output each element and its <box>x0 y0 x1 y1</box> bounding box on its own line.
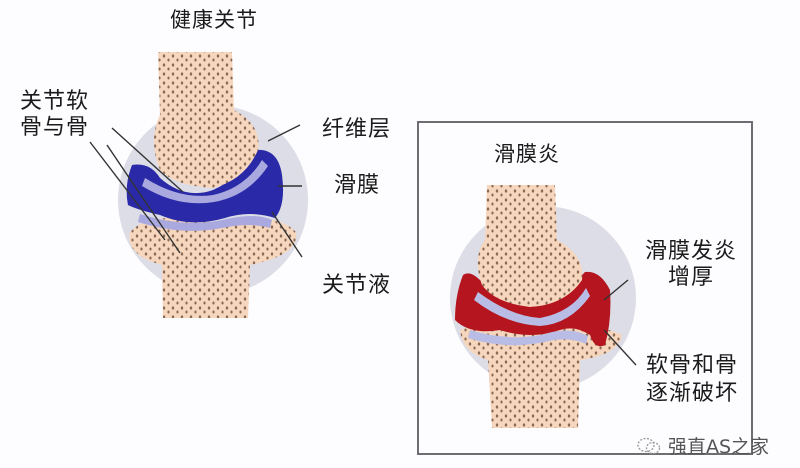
synovitis-title: 滑膜炎 <box>494 142 560 166</box>
lower-bone-synovitis <box>460 322 622 428</box>
label-destroyed-line2: 逐渐破坏 <box>646 381 739 406</box>
watermark: 强直AS之家 <box>636 432 769 459</box>
synovitis-joint <box>450 185 637 428</box>
wechat-icon <box>637 437 661 454</box>
synovitis-frame <box>417 121 753 455</box>
lower-bone <box>129 217 297 318</box>
cartilage-lower <box>138 214 272 231</box>
cartilage-lower-synovitis <box>468 330 588 346</box>
healthy-joint <box>89 52 308 318</box>
cartilage-upper <box>142 160 268 204</box>
label-synovial-fluid: 关节液 <box>322 273 392 298</box>
label-destroyed-line1: 软骨和骨 <box>646 353 739 378</box>
healthy-joint-title: 健康关节 <box>170 8 258 32</box>
cartilage-upper-synovitis <box>474 288 590 326</box>
label-inflamed-line1: 滑膜发炎 <box>645 239 738 264</box>
label-fibrous-layer: 纤维层 <box>322 117 392 142</box>
label-synovium: 滑膜 <box>334 173 381 198</box>
watermark-text: 强直AS之家 <box>668 436 770 458</box>
upper-bone <box>154 52 259 188</box>
label-cartilage-bone-line2: 骨与骨 <box>20 115 90 140</box>
upper-bone-synovitis <box>477 185 583 307</box>
label-cartilage-bone-line1: 关节软 <box>20 89 90 114</box>
label-inflamed-line2: 增厚 <box>668 265 715 290</box>
